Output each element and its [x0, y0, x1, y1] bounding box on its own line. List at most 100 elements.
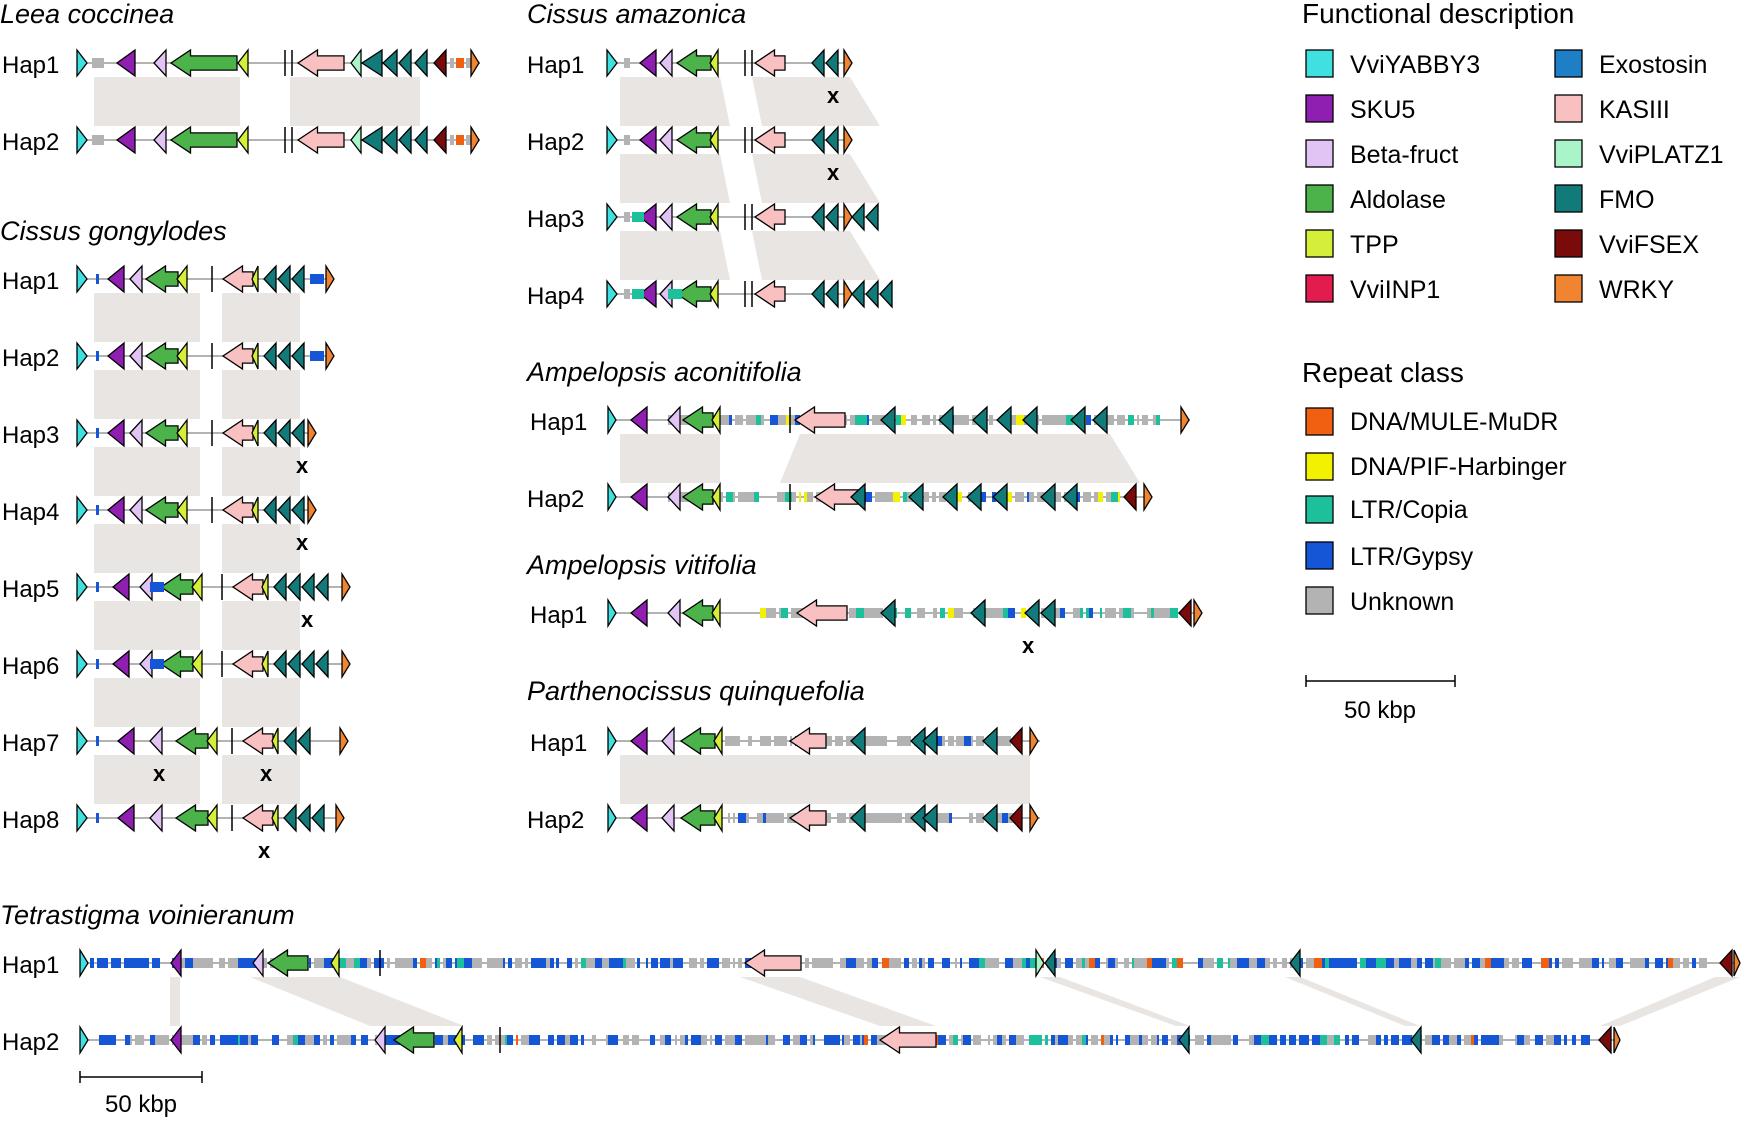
repeat-unknown [287, 1035, 293, 1045]
repeat-ltr-gypsy [150, 659, 164, 669]
gene-aldolase [681, 405, 714, 435]
repeat-dna-mule-mudr [1147, 958, 1152, 968]
repeat-ltr-gypsy [1402, 1035, 1406, 1045]
repeat-unknown [1230, 958, 1237, 968]
repeat-ltr-gypsy [1574, 1035, 1576, 1045]
repeat-unknown [367, 958, 371, 968]
repeat-unknown [779, 608, 781, 618]
repeat-ltr-gypsy [507, 1035, 513, 1045]
gene-tpp [709, 201, 719, 233]
repeat-ltr-gypsy [942, 958, 950, 968]
repeat-unknown [1022, 492, 1024, 502]
gene-wrky [307, 417, 317, 449]
legend-label: VviFSEX [1599, 231, 1699, 259]
legend-swatch [1305, 495, 1334, 524]
repeat-unknown [265, 958, 267, 968]
repeat-ltr-gypsy [316, 1035, 320, 1045]
legend-repeat-title: Repeat class [1302, 357, 1464, 388]
gene-wrky [1029, 802, 1039, 834]
repeat-unknown [1162, 608, 1170, 618]
gene-fmo [865, 202, 879, 232]
repeat-ltr-gypsy [1245, 958, 1249, 968]
repeat-ltr-gypsy [310, 274, 324, 284]
repeat-ltr-gypsy [871, 1035, 877, 1045]
repeat-ltr-gypsy [1564, 1035, 1567, 1045]
repeat-unknown [1083, 492, 1091, 502]
hap-label: Hap6 [2, 653, 59, 680]
repeat-unknown [1683, 958, 1687, 968]
repeat-unknown [1104, 1035, 1110, 1045]
gene-sku5 [629, 598, 648, 628]
synteny-link [170, 977, 180, 1026]
repeat-ltr-gypsy [1086, 1035, 1088, 1045]
missing-marker: x [301, 607, 314, 632]
repeat-unknown [1147, 608, 1151, 618]
repeat-ltr-gypsy [97, 958, 105, 968]
synteny-link [94, 77, 240, 126]
gene-fmo [283, 726, 297, 756]
repeat-unknown [856, 958, 864, 968]
repeat-unknown [403, 958, 408, 968]
repeat-ltr-gypsy [556, 958, 559, 968]
repeat-ltr-copia [1334, 1035, 1340, 1045]
repeat-ltr-gypsy [185, 958, 193, 968]
gene-fmo [996, 405, 1012, 435]
synteny-link [620, 77, 730, 126]
legend-swatch [1554, 139, 1583, 168]
repeat-dna-pif-harbinger [760, 608, 766, 618]
repeat-ltr-gypsy [1391, 1035, 1399, 1045]
repeat-unknown [761, 415, 764, 425]
repeat-unknown [912, 958, 917, 968]
repeat-unknown [748, 736, 752, 746]
missing-marker: x [258, 838, 271, 863]
repeat-ltr-gypsy [220, 1035, 227, 1045]
repeat-unknown [606, 1035, 608, 1045]
repeat-ltr-gypsy [314, 1035, 316, 1045]
repeat-ltr-gypsy [503, 958, 505, 968]
gene-beta-fruct [667, 405, 681, 435]
hap-label: Hap8 [2, 807, 59, 834]
synteny-link [222, 678, 300, 727]
repeat-ltr-gypsy [694, 1035, 701, 1045]
gene-fmo [922, 803, 938, 833]
repeat-ltr-gypsy [210, 1035, 215, 1045]
repeat-unknown [1524, 1035, 1530, 1045]
repeat-unknown [746, 813, 749, 823]
repeat-ltr-gypsy [152, 958, 160, 968]
repeat-ltr-gypsy [251, 1035, 258, 1045]
repeat-ltr-gypsy [783, 1035, 788, 1045]
repeat-ltr-gypsy [1237, 958, 1240, 968]
repeat-ltr-copia [632, 289, 644, 299]
track-tetrastigma-hap1 [79, 947, 1741, 979]
gene-fmo [825, 279, 839, 309]
repeat-ltr-gypsy [272, 1035, 279, 1045]
repeat-unknown [989, 415, 993, 425]
repeat-ltr-gypsy [96, 736, 99, 746]
gene-tpp [271, 727, 279, 755]
gene-wrky [341, 571, 351, 603]
repeat-dna-mule-mudr [864, 1035, 868, 1045]
repeat-ltr-gypsy [980, 492, 986, 502]
repeat-ltr-gypsy [1472, 958, 1480, 968]
repeat-ltr-gypsy [1457, 1035, 1461, 1045]
gene-sku5 [170, 948, 182, 978]
track-leea-hap2 [76, 124, 480, 156]
gene-vvifsex [1178, 598, 1192, 628]
repeat-unknown [1546, 1035, 1554, 1045]
repeat-ltr-gypsy [1343, 958, 1349, 968]
synteny-link [740, 977, 936, 1026]
track-cissus-gongylodes-hap2 [76, 340, 335, 372]
repeat-ltr-gypsy [1337, 958, 1341, 968]
repeat-ltr-gypsy [1254, 1035, 1261, 1045]
legend-label: WRKY [1599, 276, 1674, 304]
gene-tpp [191, 572, 203, 602]
repeat-unknown [100, 135, 104, 145]
gene-beta-fruct [129, 495, 143, 525]
repeat-ltr-gypsy [1233, 1035, 1238, 1045]
repeat-unknown [905, 813, 913, 823]
repeat-unknown [347, 1035, 351, 1045]
gene-vviyabby3 [606, 125, 618, 155]
gene-kasiii [241, 803, 274, 833]
synteny-link [780, 434, 1140, 483]
repeat-unknown [1198, 1035, 1204, 1045]
